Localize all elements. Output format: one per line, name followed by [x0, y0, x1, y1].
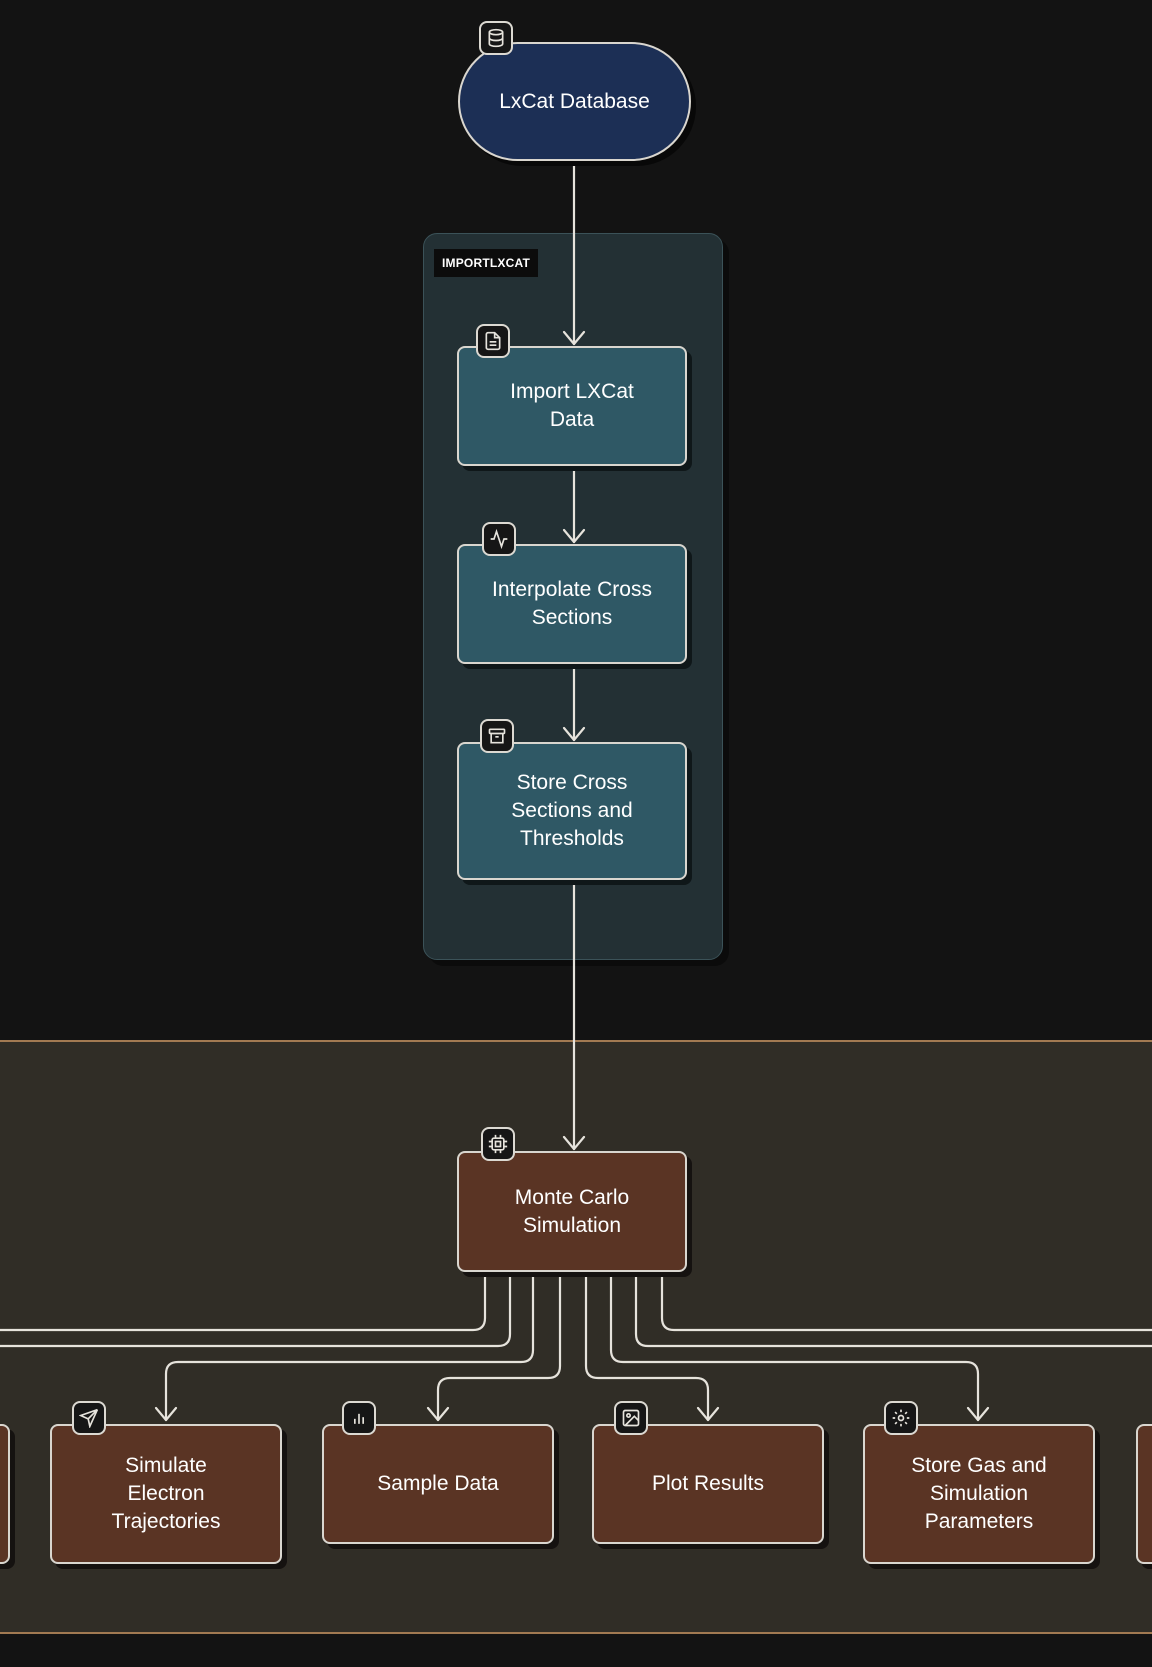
- node-monte-carlo-simulation-label: Monte Carlo Simulation: [514, 1185, 630, 1237]
- node-lxcat-database[interactable]: LxCat Database: [458, 42, 691, 161]
- node-sample-data-label: Sample Data: [377, 1472, 499, 1495]
- arrowhead: [426, 1406, 450, 1422]
- node-import-lxcat-data[interactable]: Import LXCat Data: [457, 346, 687, 466]
- archive-icon: [480, 719, 514, 753]
- arrowhead: [562, 1135, 586, 1151]
- node-interpolate-cross-sections-label: Interpolate Cross Sections: [492, 578, 652, 629]
- arrowhead: [966, 1406, 990, 1422]
- arrowhead: [562, 726, 586, 742]
- node-interpolate-cross-sections[interactable]: Interpolate Cross Sections: [457, 544, 687, 664]
- node-simulate-electron-trajectories[interactable]: Simulate Electron Trajectories: [50, 1424, 282, 1564]
- node-store-cross-sections-label: Store Cross Sections and Thresholds: [511, 771, 633, 850]
- node-store-gas-parameters[interactable]: Store Gas and Simulation Parameters: [863, 1424, 1095, 1564]
- edge-mc-to-simulate: [164, 1270, 535, 1422]
- node-store-cross-sections[interactable]: Store Cross Sections and Thresholds: [457, 742, 687, 880]
- node-plot-results[interactable]: Plot Results: [592, 1424, 824, 1544]
- node-simulate-electron-trajectories-label: Simulate Electron Trajectories: [111, 1454, 221, 1533]
- cpu-icon: [481, 1127, 515, 1161]
- file-text-icon: [476, 324, 510, 358]
- edge-mc-to-offscreen-right-2: [660, 1270, 1152, 1332]
- edge-mc-to-sample: [436, 1270, 562, 1422]
- node-sample-data[interactable]: Sample Data: [322, 1424, 554, 1544]
- edge-mc-to-offscreen-right-1: [634, 1270, 1152, 1348]
- cluster-importlxcat-label: IMPORTLXCAT: [434, 249, 538, 277]
- node-monte-carlo-simulation[interactable]: Monte Carlo Simulation: [457, 1151, 687, 1272]
- bar-chart-icon: [342, 1401, 376, 1435]
- image-icon: [614, 1401, 648, 1435]
- edge-mc-to-offscreen-left-1: [0, 1270, 487, 1332]
- activity-icon: [482, 522, 516, 556]
- node-store-gas-parameters-label: Store Gas and Simulation Parameters: [911, 1454, 1047, 1533]
- gear-icon: [884, 1401, 918, 1435]
- node-lxcat-database-label: LxCat Database: [499, 89, 650, 113]
- arrowhead: [562, 330, 586, 346]
- edge-mc-to-offscreen-left-2: [0, 1270, 512, 1348]
- database-icon: [479, 21, 513, 55]
- node-offscreen-left[interactable]: [0, 1424, 10, 1564]
- node-plot-results-label: Plot Results: [651, 1472, 765, 1495]
- arrowhead: [696, 1406, 720, 1422]
- edge-mc-to-storegas: [609, 1270, 980, 1422]
- node-import-lxcat-data-label: Import LXCat Data: [510, 380, 634, 431]
- arrowhead: [562, 528, 586, 544]
- arrowhead: [154, 1406, 178, 1422]
- edge-mc-to-plot: [584, 1270, 710, 1422]
- navigation-icon: [72, 1401, 106, 1435]
- node-offscreen-right[interactable]: [1136, 1424, 1152, 1564]
